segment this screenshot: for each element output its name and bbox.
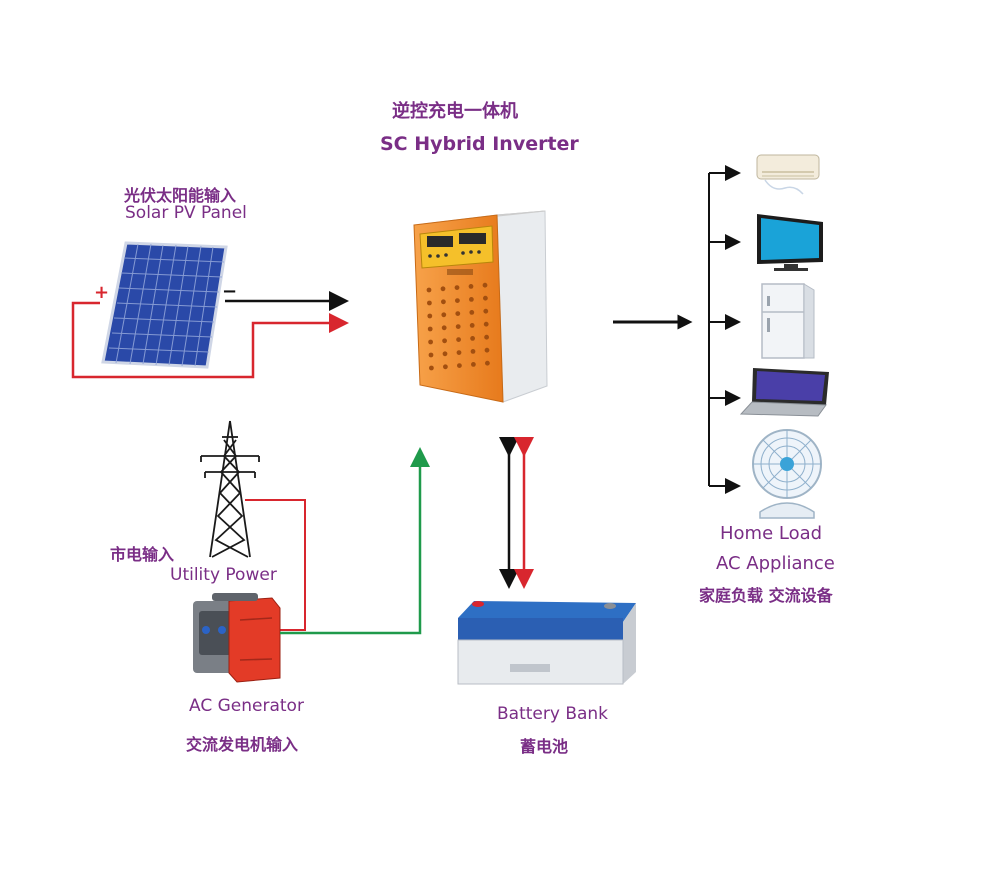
inverter-vents [426, 282, 490, 371]
utility-label-en: Utility Power [170, 565, 277, 585]
vent-hole [443, 364, 448, 370]
air-conditioner-icon [756, 154, 820, 195]
vent-hole [427, 326, 433, 332]
vent-hole [442, 351, 448, 357]
vent-hole [483, 308, 489, 314]
vent-hole [429, 365, 434, 371]
inverter-icon [413, 210, 548, 403]
vent-hole [441, 299, 446, 305]
vent-hole [442, 338, 447, 344]
load-bus [708, 165, 741, 494]
battery-arrows [499, 437, 534, 589]
vent-hole [484, 334, 489, 340]
vent-hole [469, 297, 474, 302]
title-en: SC Hybrid Inverter [380, 133, 579, 155]
vent-hole [483, 295, 488, 301]
solar-minus-sign: − [222, 281, 238, 302]
refrigerator-icon [761, 283, 815, 359]
solar-positive-line [71, 301, 349, 379]
load-label-cn: 家庭负载 交流设备 [699, 586, 833, 605]
load-label-en-line1: Home Load [720, 523, 823, 544]
vent-hole [455, 298, 460, 303]
utility-line [245, 499, 306, 631]
vent-hole [428, 339, 433, 345]
battery-label-cn: 蓄电池 [520, 737, 569, 756]
vent-hole [470, 336, 475, 341]
vent-hole [483, 321, 489, 327]
battery-icon [457, 601, 636, 685]
title-cn: 逆控充电一体机 [392, 101, 518, 122]
vent-hole [440, 286, 446, 292]
vent-hole [484, 347, 490, 353]
solar-plus-sign: + [94, 282, 110, 303]
vent-hole [427, 313, 433, 319]
vent-hole [426, 287, 432, 293]
battery-label-en: Battery Bank [497, 704, 609, 724]
vent-hole [454, 285, 460, 290]
solar-panel-icon [101, 241, 228, 369]
generator-label-en: AC Generator [189, 696, 304, 716]
vent-hole [441, 325, 447, 331]
generator-label-cn: 交流发电机输入 [186, 735, 299, 754]
vent-hole [468, 284, 474, 289]
vent-hole [457, 363, 462, 368]
vent-hole [456, 337, 461, 342]
vent-hole [441, 312, 447, 318]
vent-hole [428, 352, 434, 358]
vent-hole [456, 350, 462, 355]
utility-label-cn: 市电输入 [110, 545, 175, 564]
television-icon [757, 214, 823, 271]
solar-label-cn: 光伏太阳能输入 [124, 186, 237, 205]
transmission-tower-icon [200, 420, 260, 558]
vent-hole [469, 310, 475, 315]
vent-hole [485, 360, 490, 366]
vent-hole [471, 362, 476, 367]
vent-hole [455, 311, 461, 316]
vent-hole [469, 323, 475, 328]
fan-icon [752, 429, 822, 519]
load-label-en-line2: AC Appliance [716, 553, 835, 574]
ac-input-line [280, 447, 430, 635]
vent-hole [482, 282, 488, 288]
generator-icon [193, 593, 281, 683]
vent-hole [455, 324, 461, 329]
vent-hole [470, 349, 476, 354]
vent-hole [427, 300, 432, 306]
laptop-icon [739, 368, 829, 417]
solar-label-en: Solar PV Panel [125, 203, 247, 223]
